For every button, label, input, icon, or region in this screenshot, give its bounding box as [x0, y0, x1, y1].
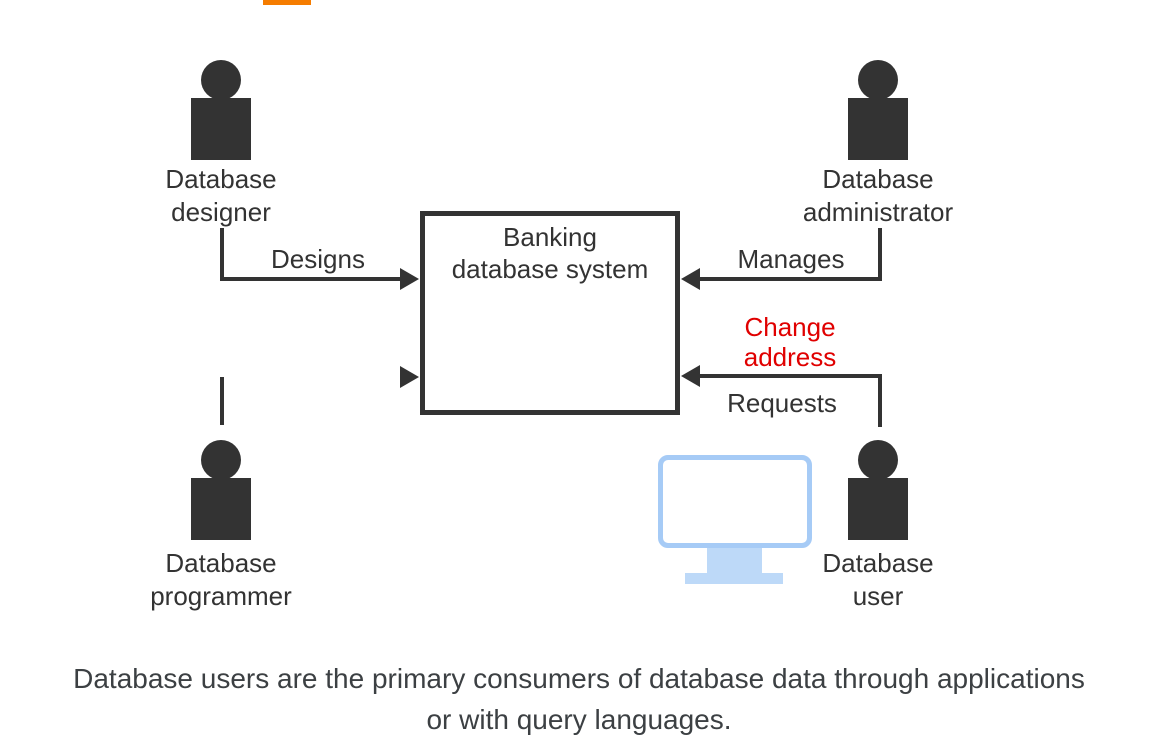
person-body-icon	[848, 98, 908, 160]
caption-line: Database users are the primary consumers…	[73, 663, 1085, 694]
designs-arrow-vertical-line	[220, 228, 224, 281]
person-head-icon	[201, 60, 241, 100]
arrowhead-right-icon	[400, 268, 419, 290]
caption-line: or with query languages.	[426, 704, 732, 735]
requests-arrow-label: Requests	[702, 387, 862, 420]
requests-arrow-horizontal-line	[698, 374, 882, 378]
monitor-icon	[658, 455, 812, 585]
person-body-icon	[191, 478, 251, 540]
manages-arrow-label: Manages	[731, 243, 851, 276]
banking-database-system-box: Banking database system	[420, 211, 680, 415]
person-body-icon	[848, 478, 908, 540]
arrowhead-left-icon	[681, 268, 700, 290]
label-line: programmer	[150, 581, 292, 611]
monitor-base	[685, 573, 783, 584]
label-line: Requests	[727, 388, 837, 418]
label-line: designer	[171, 197, 271, 227]
manages-arrow-horizontal-line	[698, 277, 882, 281]
database-designer-label: Database designer	[121, 163, 321, 229]
label-line: Database	[822, 548, 934, 578]
arrowhead-left-icon	[681, 365, 700, 387]
manages-arrow-vertical-line	[878, 228, 882, 281]
annotation-line: address	[743, 342, 837, 372]
change-address-annotation: Change address	[700, 312, 880, 372]
person-head-icon	[858, 60, 898, 100]
database-administrator-icon	[848, 60, 908, 160]
system-box-title-line: Banking	[503, 222, 597, 252]
database-programmer-label: Database programmer	[111, 547, 331, 613]
arrowhead-right-icon	[400, 366, 419, 388]
label-line: Database	[165, 164, 277, 194]
label-line: Database	[822, 164, 934, 194]
designs-arrow-label: Designs	[258, 243, 378, 276]
database-user-icon	[848, 440, 908, 540]
designs-arrow-horizontal-line	[220, 277, 402, 281]
label-line: Database	[165, 548, 277, 578]
database-designer-icon	[191, 60, 251, 160]
system-box-title: Banking database system	[425, 221, 675, 285]
database-programmer-icon	[191, 440, 251, 540]
annotation-line: Change	[744, 312, 836, 342]
caption-text: Database users are the primary consumers…	[0, 658, 1158, 740]
monitor-screen	[658, 455, 812, 548]
label-line: Manages	[737, 244, 845, 274]
person-head-icon	[201, 440, 241, 480]
label-line: administrator	[802, 197, 954, 227]
label-line: Designs	[271, 244, 365, 274]
database-user-label: Database user	[778, 547, 978, 613]
person-body-icon	[191, 98, 251, 160]
database-administrator-label: Database administrator	[778, 163, 978, 229]
programmer-connector-line-fragment	[220, 377, 224, 425]
monitor-stand	[707, 548, 762, 573]
label-line: user	[852, 581, 904, 611]
requests-arrow-vertical-line	[878, 374, 882, 427]
system-box-title-line: database system	[451, 254, 649, 284]
person-head-icon	[858, 440, 898, 480]
orange-accent-bar	[263, 0, 311, 5]
